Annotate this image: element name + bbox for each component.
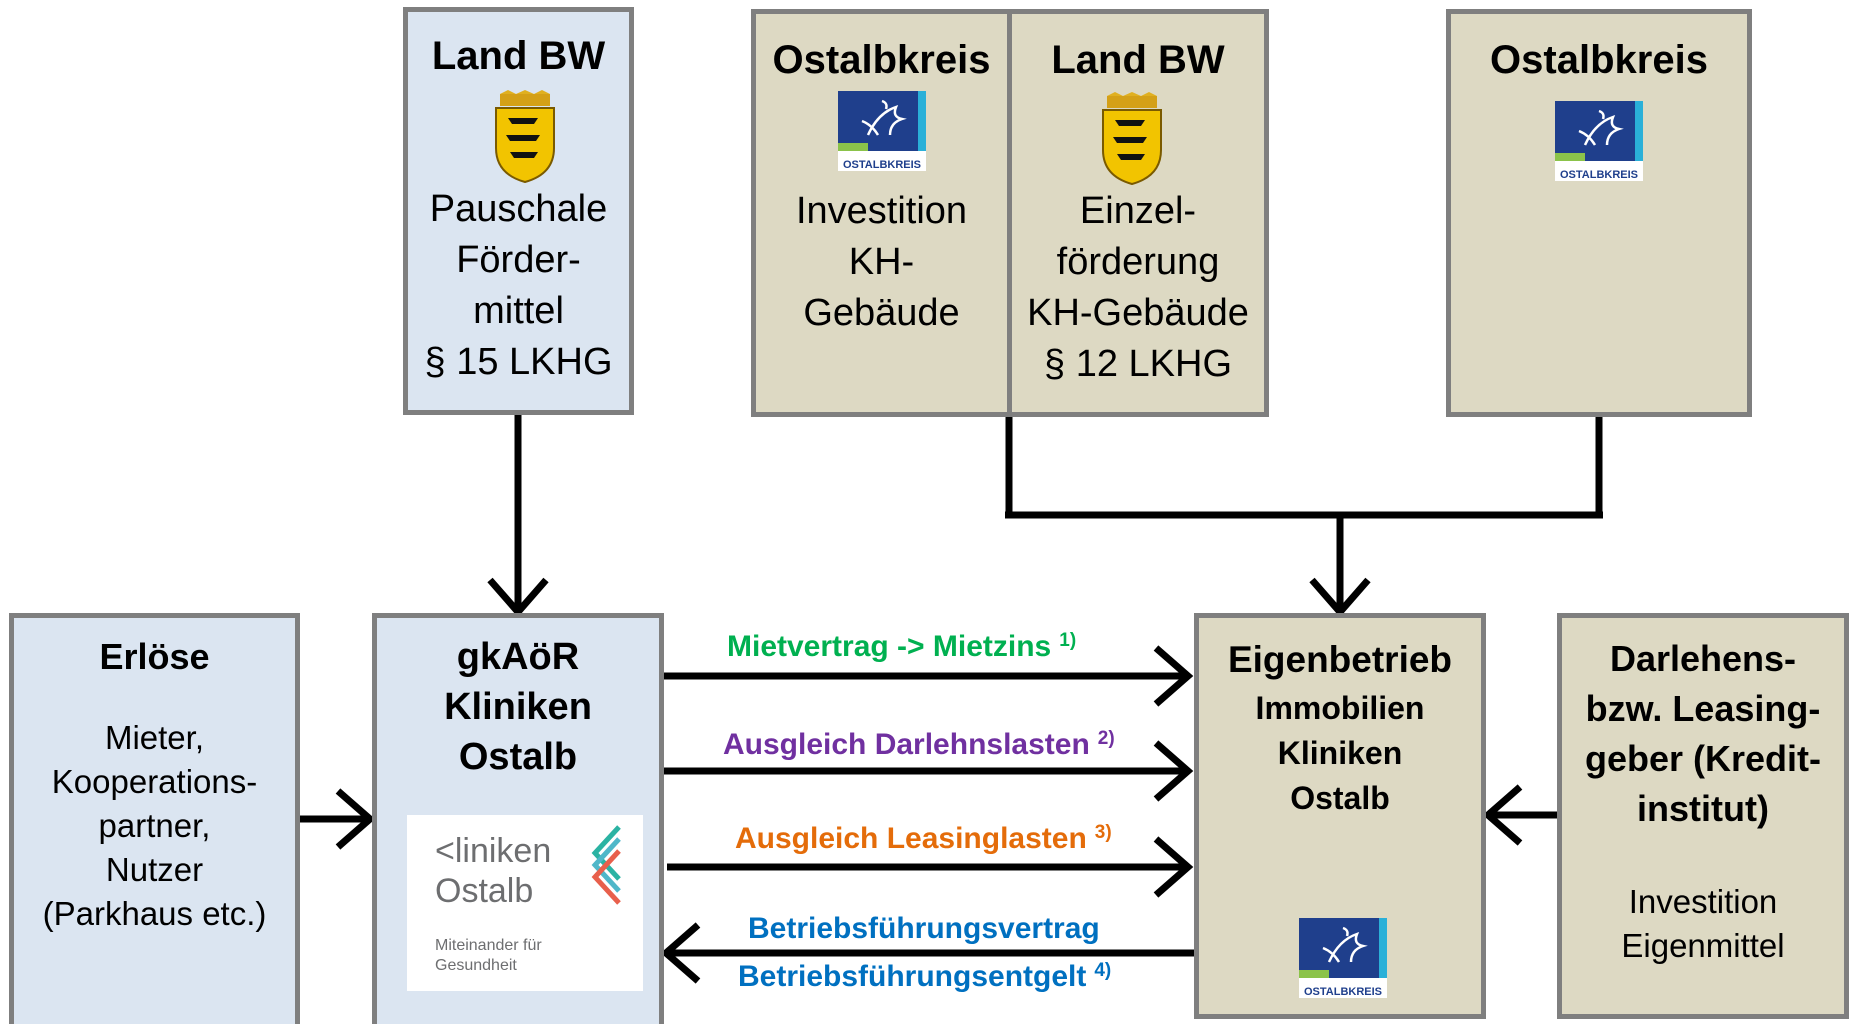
- text-line: § 12 LKHG: [1044, 343, 1232, 385]
- land-bw-einzel-text: Einzel- förderung KH-Gebäude § 12 LKHG: [1012, 186, 1264, 390]
- text-line: (Parkhaus etc.): [42, 895, 267, 932]
- land-bw-pauschal-box: Land BW Pauschale Förder- mittel § 15 LK…: [403, 7, 634, 415]
- text-line: gkAöR: [456, 636, 580, 678]
- footnote-1: 1): [1059, 630, 1077, 651]
- ostalbkreis-eagle-icon: [1555, 101, 1643, 161]
- text-line: förderung: [1056, 241, 1220, 283]
- text-line: partner,: [98, 807, 211, 844]
- bw-coat-of-arms-icon: [495, 90, 555, 184]
- text-line: Kliniken: [1277, 735, 1403, 771]
- land-bw-einzel-box: Land BW Einzel- förderung KH-Gebäude § 1…: [1007, 9, 1269, 417]
- text-line: KH-: [848, 241, 915, 283]
- betriebsfuehrungsentgelt-text: Betriebsführungsentgelt: [738, 960, 1087, 993]
- betriebsfuehrungsentgelt-label: Betriebsführungsentgelt 4): [738, 960, 1111, 994]
- ostalbkreis-eagle-icon: [1299, 918, 1387, 978]
- land-bw-title: Land BW: [431, 34, 606, 78]
- ostalbkreis-eagle-icon: [838, 91, 926, 151]
- text-line: Kooperations-: [51, 763, 258, 800]
- text-line: Einzel-: [1079, 190, 1197, 232]
- kliniken-logo-line2: Ostalb: [435, 872, 534, 910]
- footnote-3: 3): [1094, 822, 1112, 843]
- text-line: Investition: [1628, 883, 1778, 920]
- darlehensgeber-box: Darlehens- bzw. Leasing- geber (Kredit- …: [1557, 613, 1849, 1019]
- mietvertrag-text: Mietvertrag -> Mietzins: [727, 630, 1052, 663]
- leasing-label: Ausgleich Leasinglasten 3): [735, 822, 1112, 856]
- ostalbkreis-logo-text: OSTALBKREIS: [842, 159, 922, 171]
- text-line: Mieter,: [104, 719, 205, 756]
- text-line: Eigenmittel: [1621, 927, 1785, 964]
- bw-coat-of-arms-icon: [1102, 92, 1162, 186]
- text-line: Immobilien: [1255, 690, 1425, 726]
- kliniken-chevrons-icon: [591, 825, 621, 905]
- text-line: Ostalb: [1290, 780, 1390, 816]
- ostalbkreis-investition-box: Ostalbkreis OSTALBKREIS Investition KH- …: [751, 9, 1012, 417]
- ostalbkreis-logo: OSTALBKREIS: [1299, 918, 1387, 998]
- land-bw-pauschal-text: Pauschale Förder- mittel § 15 LKHG: [408, 184, 629, 388]
- kliniken-ostalb-logo: <liniken Ostalb Miteinander für Gesundhe…: [407, 815, 643, 991]
- mietvertrag-label: Mietvertrag -> Mietzins 1): [727, 630, 1076, 664]
- footnote-2: 2): [1097, 728, 1115, 749]
- gkaoer-kliniken-box: gkAöR Kliniken Ostalb <liniken Ostalb Mi…: [372, 613, 664, 1024]
- darlehensgeber-sub: Investition Eigenmittel: [1562, 880, 1844, 968]
- darlehen-label: Ausgleich Darlehnslasten 2): [723, 728, 1115, 762]
- ostalbkreis-logo-text: OSTALBKREIS: [1303, 986, 1383, 998]
- kliniken-logo-tagline2: Gesundheit: [435, 957, 517, 974]
- ostalbkreis-logo: OSTALBKREIS: [838, 91, 926, 171]
- eigenbetrieb-title: Eigenbetrieb: [1227, 639, 1453, 680]
- text-line: Darlehens-: [1609, 638, 1797, 679]
- text-line: Ostalb: [458, 736, 578, 778]
- gkaoer-title: gkAöR Kliniken Ostalb: [377, 632, 659, 782]
- kliniken-logo-line1: <liniken: [435, 832, 552, 870]
- darlehen-text: Ausgleich Darlehnslasten: [723, 728, 1090, 761]
- ostalbkreis-logo: OSTALBKREIS: [1555, 101, 1643, 181]
- ostalbkreis-investition-text: Investition KH- Gebäude: [756, 186, 1007, 339]
- text-line: Investition: [795, 190, 968, 232]
- kliniken-logo-tagline1: Miteinander für: [435, 937, 542, 954]
- ostalbkreis-title: Ostalbkreis: [772, 38, 991, 82]
- text-line: Förder-: [456, 239, 581, 281]
- text-line: Gebäude: [803, 292, 960, 334]
- text-line: Kliniken: [444, 686, 592, 728]
- land-bw-title: Land BW: [1051, 38, 1225, 82]
- text-line: bzw. Leasing-: [1585, 688, 1821, 729]
- ostalbkreis-right-box: Ostalbkreis OSTALBKREIS: [1446, 9, 1752, 417]
- text-line: § 15 LKHG: [424, 341, 613, 383]
- betriebsfuehrungsvertrag-label: Betriebsführungsvertrag: [748, 912, 1100, 945]
- text-line: geber (Kredit-: [1584, 738, 1822, 779]
- text-line: Nutzer: [105, 851, 204, 888]
- footnote-4: 4): [1094, 960, 1112, 981]
- erloese-box: Erlöse Mieter, Kooperations- partner, Nu…: [9, 613, 300, 1024]
- text-line: Pauschale: [429, 188, 608, 230]
- erloese-text: Mieter, Kooperations- partner, Nutzer (P…: [14, 716, 295, 936]
- eigenbetrieb-box: Eigenbetrieb Immobilien Kliniken Ostalb …: [1194, 613, 1486, 1019]
- eigenbetrieb-text: Immobilien Kliniken Ostalb: [1199, 686, 1481, 821]
- text-line: institut): [1637, 788, 1769, 829]
- text-line: mittel: [473, 290, 564, 332]
- erloese-title: Erlöse: [99, 636, 210, 677]
- darlehensgeber-title: Darlehens- bzw. Leasing- geber (Kredit- …: [1562, 634, 1844, 834]
- text-line: KH-Gebäude: [1027, 292, 1249, 334]
- leasing-text: Ausgleich Leasinglasten: [735, 822, 1087, 855]
- ostalbkreis-title: Ostalbkreis: [1490, 38, 1708, 82]
- ostalbkreis-logo-text: OSTALBKREIS: [1559, 169, 1639, 181]
